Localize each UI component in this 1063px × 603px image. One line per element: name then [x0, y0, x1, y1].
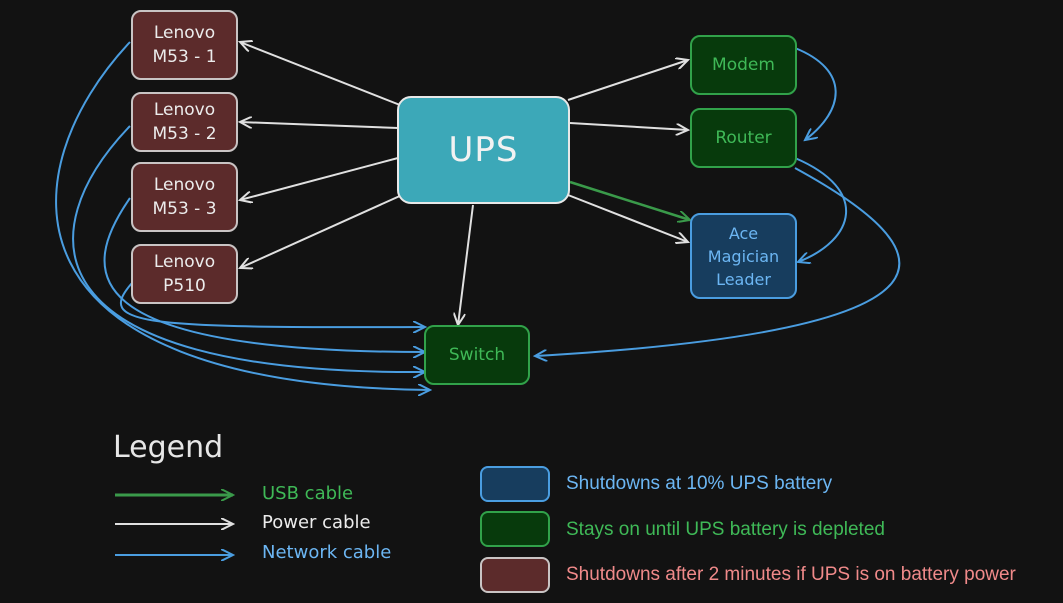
- network-cable-modem-router: [794, 47, 837, 140]
- power-cable-ups-router: [569, 122, 688, 130]
- power-cable-ups-p510: [240, 194, 403, 268]
- key-swatch-blue: [480, 466, 550, 502]
- network-cable-router-ace: [794, 157, 847, 262]
- usb-cable-ups-ace: [569, 180, 690, 220]
- node-lenovo-m53-1: Lenovo M53 - 1: [131, 10, 238, 80]
- key-text-green: Stays on until UPS battery is depleted: [566, 519, 885, 540]
- node-switch: Switch: [424, 325, 530, 385]
- legend-network-label: Network cable: [262, 542, 392, 563]
- node-ups: UPS: [397, 96, 570, 204]
- power-cable-ups-ace: [567, 194, 688, 242]
- power-cable-ups-modem: [567, 60, 688, 101]
- legend-power-label: Power cable: [262, 512, 371, 533]
- network-cable-m53-2-switch: [72, 125, 425, 372]
- key-text-blue: Shutdowns at 10% UPS battery: [566, 473, 833, 494]
- power-cable-ups-m53-3: [240, 157, 399, 200]
- key-swatch-maroon: [480, 557, 550, 593]
- power-cable-ups-m53-2: [240, 122, 399, 129]
- node-lenovo-p510: Lenovo P510: [131, 244, 238, 304]
- legend-title: Legend: [113, 430, 224, 465]
- node-lenovo-m53-2: Lenovo M53 - 2: [131, 92, 238, 152]
- node-lenovo-m53-3: Lenovo M53 - 3: [131, 162, 238, 232]
- key-swatch-green: [480, 511, 550, 547]
- node-router: Router: [690, 108, 797, 168]
- network-cable-m53-3-switch: [103, 197, 425, 352]
- legend-usb-label: USB cable: [262, 483, 354, 504]
- power-cable-ups-m53-1: [240, 42, 401, 106]
- node-ace-magician-leader: Ace Magician Leader: [690, 213, 797, 299]
- network-cable-m53-1-switch: [55, 41, 430, 390]
- key-text-maroon: Shutdowns after 2 minutes if UPS is on b…: [566, 564, 1016, 585]
- node-modem: Modem: [690, 35, 797, 95]
- power-cable-ups-switch: [458, 204, 474, 325]
- network-cable-router-switch: [535, 167, 901, 356]
